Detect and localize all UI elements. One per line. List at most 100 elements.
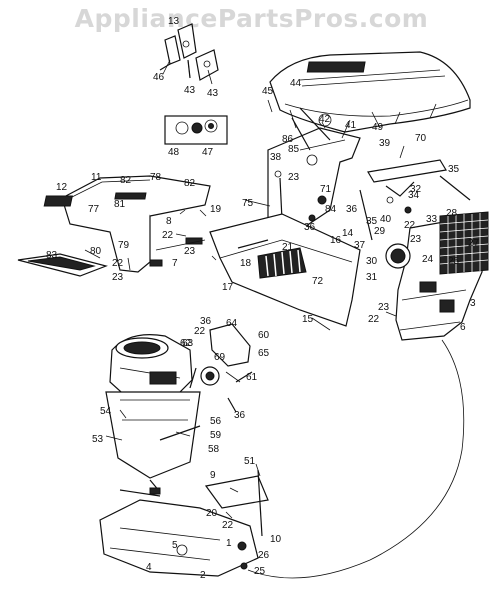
callout-21: 21 — [282, 242, 294, 253]
callout-58: 58 — [208, 444, 220, 455]
callout-47: 47 — [202, 147, 214, 158]
callout-23: 23 — [288, 172, 300, 183]
callout-10: 10 — [270, 534, 282, 545]
callout-65: 65 — [258, 348, 270, 359]
grill-vent — [257, 247, 307, 279]
callout-7: 7 — [172, 258, 178, 269]
callout-79: 79 — [118, 240, 130, 251]
callout-77: 77 — [88, 204, 100, 215]
callout-23: 23 — [378, 302, 390, 313]
leader-lines — [105, 59, 405, 519]
callout-14: 14 — [342, 228, 354, 239]
callout-72: 72 — [312, 276, 324, 287]
watermark-text: AppliancePartsPros.com — [74, 4, 429, 33]
callout-36: 36 — [346, 204, 358, 215]
callout-35: 35 — [366, 216, 378, 227]
callout-30: 30 — [366, 256, 378, 267]
callout-23: 23 — [112, 272, 124, 283]
callout-45: 45 — [262, 86, 274, 97]
callout-80: 80 — [90, 246, 102, 257]
callout-42: 42 — [319, 114, 331, 125]
callout-70: 70 — [415, 133, 427, 144]
steering-rail — [359, 159, 471, 241]
callout-62: 62 — [180, 338, 192, 349]
hood — [269, 51, 471, 133]
callout-9: 9 — [210, 470, 216, 481]
callout-25: 25 — [448, 256, 460, 267]
cable — [247, 339, 465, 579]
callout-84: 84 — [325, 204, 337, 215]
callout-40: 40 — [380, 214, 392, 225]
callout-28: 28 — [446, 208, 458, 219]
callout-36: 36 — [200, 316, 212, 327]
callout-6: 6 — [460, 322, 466, 333]
callout-13: 13 — [168, 16, 180, 27]
callout-83: 83 — [46, 250, 58, 261]
callout-2: 2 — [200, 570, 206, 581]
callout-56: 56 — [210, 416, 222, 427]
grille-mesh — [439, 211, 489, 275]
callout-3: 3 — [470, 298, 476, 309]
callout-63: 63 — [182, 338, 194, 349]
chassis-frame — [99, 469, 269, 577]
engine — [105, 334, 201, 493]
callout-81: 81 — [114, 199, 126, 210]
callout-78: 78 — [150, 172, 162, 183]
callout-5: 5 — [172, 540, 178, 551]
callout-82: 82 — [184, 178, 196, 189]
bracket-assembly — [159, 23, 219, 81]
callout-39: 39 — [379, 138, 391, 149]
callout-35: 35 — [448, 164, 460, 175]
callout-36: 36 — [234, 410, 246, 421]
callout-19: 19 — [210, 204, 222, 215]
callout-8: 8 — [166, 216, 172, 227]
callout-44: 44 — [290, 78, 302, 89]
callout-64: 64 — [226, 318, 238, 329]
callout-85: 85 — [288, 144, 300, 155]
callout-43: 43 — [184, 85, 196, 96]
callout-22: 22 — [222, 520, 234, 531]
floor-mat — [17, 249, 108, 277]
callout-26: 26 — [258, 550, 270, 561]
front-nose — [385, 211, 489, 341]
callout-23: 23 — [410, 234, 422, 245]
callout-22: 22 — [404, 220, 416, 231]
callout-29: 29 — [374, 226, 386, 237]
callout-48: 48 — [168, 147, 180, 158]
front-panel — [209, 213, 361, 327]
hood-vent — [306, 61, 366, 73]
callout-71: 71 — [320, 184, 332, 195]
callout-20: 20 — [206, 508, 218, 519]
callout-11: 11 — [91, 172, 102, 183]
callout-22: 22 — [368, 314, 380, 325]
callout-1: 1 — [226, 538, 232, 549]
callout-25: 25 — [254, 566, 266, 577]
starter-bracket — [189, 323, 253, 413]
callout-82: 82 — [120, 175, 132, 186]
callout-86: 86 — [282, 134, 294, 145]
callout-51: 51 — [244, 456, 256, 467]
callout-22: 22 — [112, 258, 124, 269]
fender — [43, 175, 211, 273]
callout-59: 59 — [210, 430, 222, 441]
callout-61: 61 — [246, 372, 258, 383]
callout-24: 24 — [422, 254, 434, 265]
callout-23: 23 — [184, 246, 196, 257]
callout-16: 16 — [330, 235, 342, 246]
callout-17: 17 — [222, 282, 234, 293]
callout-22: 22 — [162, 230, 174, 241]
callout-75: 75 — [242, 198, 254, 209]
callout-46: 46 — [153, 72, 165, 83]
callout-60: 60 — [258, 330, 270, 341]
callout-38: 38 — [270, 152, 282, 163]
callout-41: 41 — [345, 120, 357, 131]
callout-43: 43 — [207, 88, 219, 99]
callout-69: 69 — [214, 352, 226, 363]
callout-53: 53 — [92, 434, 104, 445]
callout-36: 36 — [304, 222, 316, 233]
callout-12: 12 — [56, 182, 68, 193]
switch-panel — [164, 115, 228, 145]
callout-15: 15 — [302, 314, 314, 325]
callout-37: 37 — [354, 240, 366, 251]
